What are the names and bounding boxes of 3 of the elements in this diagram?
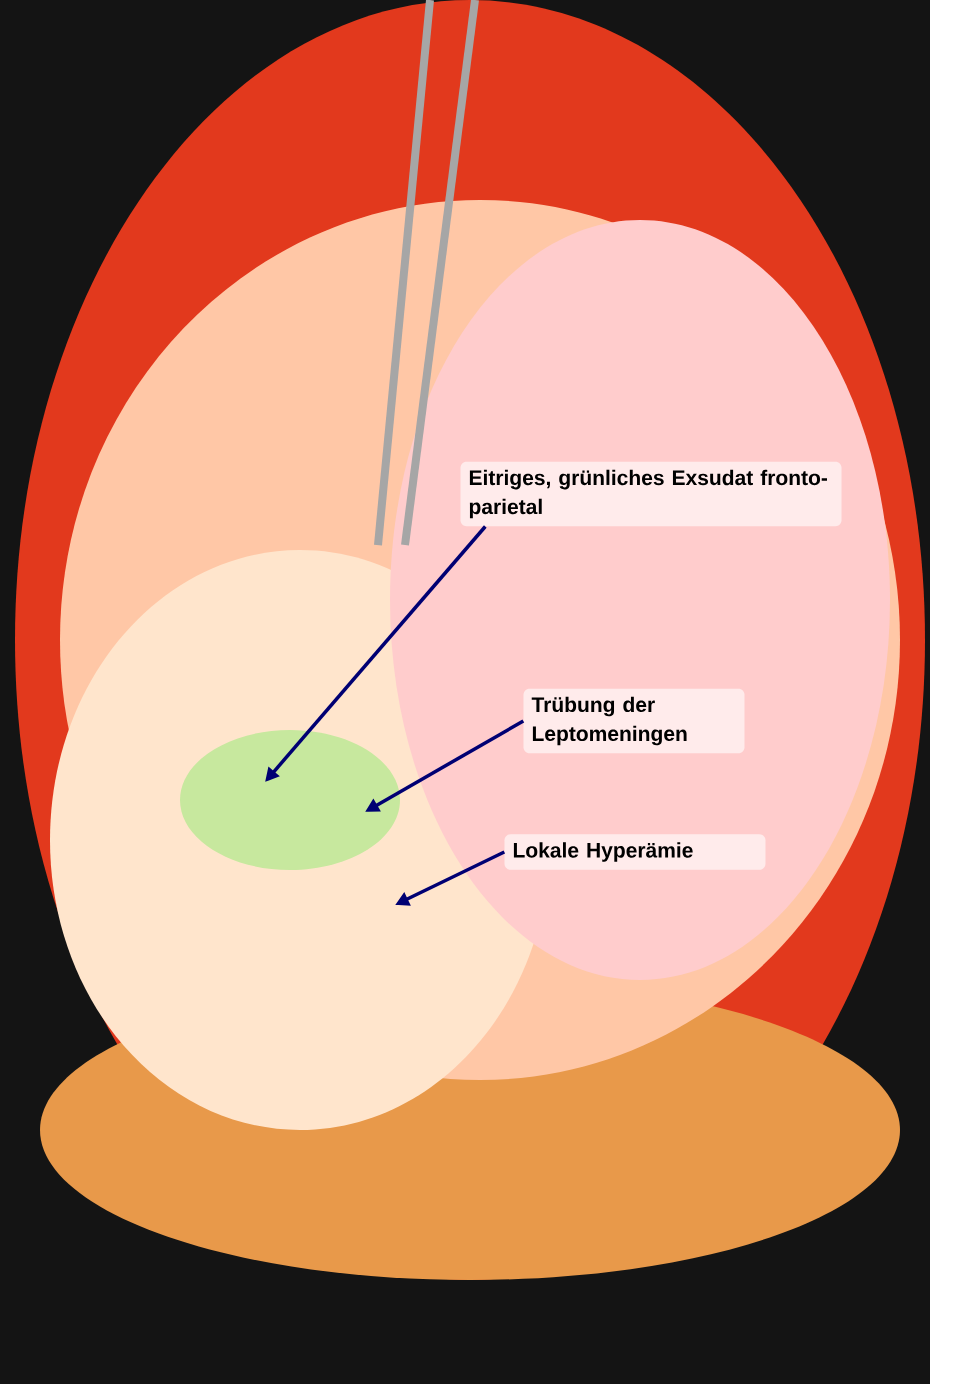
label-box: Eitriges, grünliches Exsudat fronto-parietal xyxy=(460,461,842,527)
label-box: Lokale Hyperämie xyxy=(504,834,766,870)
label-box: Trübung der Leptomeningen xyxy=(523,688,745,754)
